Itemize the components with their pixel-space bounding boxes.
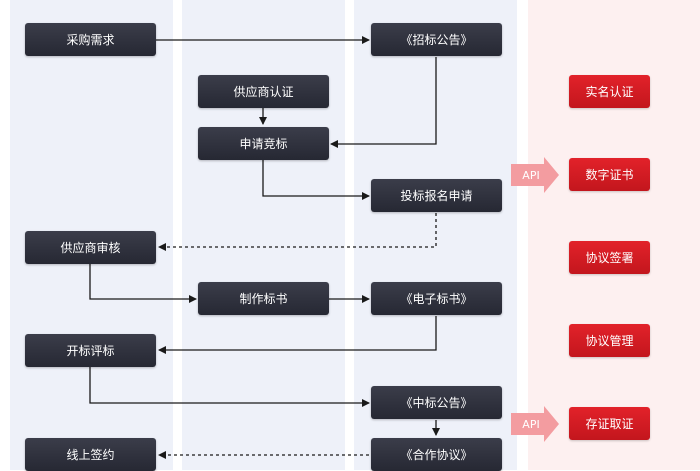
service-evidence: 存证取证	[569, 407, 650, 440]
connector-opening-to-award	[89, 367, 370, 407]
node-contract: 《合作协议》	[371, 438, 502, 471]
node-purchase-demand: 采购需求	[25, 23, 156, 56]
api-label: API	[522, 417, 540, 431]
api-label: API	[522, 168, 540, 182]
node-apply-bid: 申请竞标	[198, 127, 329, 160]
connector-registration-to-review	[158, 213, 437, 251]
node-bid-registration: 投标报名申请	[371, 179, 502, 212]
node-supplier-review: 供应商审核	[25, 231, 156, 264]
service-real-name: 实名认证	[569, 75, 650, 108]
service-digital-cert: 数字证书	[569, 158, 650, 191]
connector-ebid-to-opening	[158, 316, 437, 354]
service-agreement-sign: 协议签署	[569, 241, 650, 274]
service-agreement-mgmt: 协议管理	[569, 324, 650, 357]
node-supplier-cert: 供应商认证	[198, 75, 329, 108]
connector-notice-to-apply	[330, 57, 437, 148]
node-online-sign: 线上签约	[25, 438, 156, 471]
node-award-notice: 《中标公告》	[371, 386, 502, 419]
api-arrow-shape	[511, 406, 559, 442]
node-tender-notice: 《招标公告》	[371, 23, 502, 56]
connector-review-to-make	[89, 264, 197, 303]
node-make-bid-doc: 制作标书	[198, 282, 329, 315]
api-arrow-shape	[511, 157, 559, 193]
api-arrow-digital-cert: API	[511, 157, 559, 193]
node-e-bid-doc: 《电子标书》	[371, 282, 502, 315]
node-bid-opening: 开标评标	[25, 334, 156, 367]
connector-apply-to-registration	[262, 160, 370, 200]
api-arrow-evidence: API	[511, 406, 559, 442]
